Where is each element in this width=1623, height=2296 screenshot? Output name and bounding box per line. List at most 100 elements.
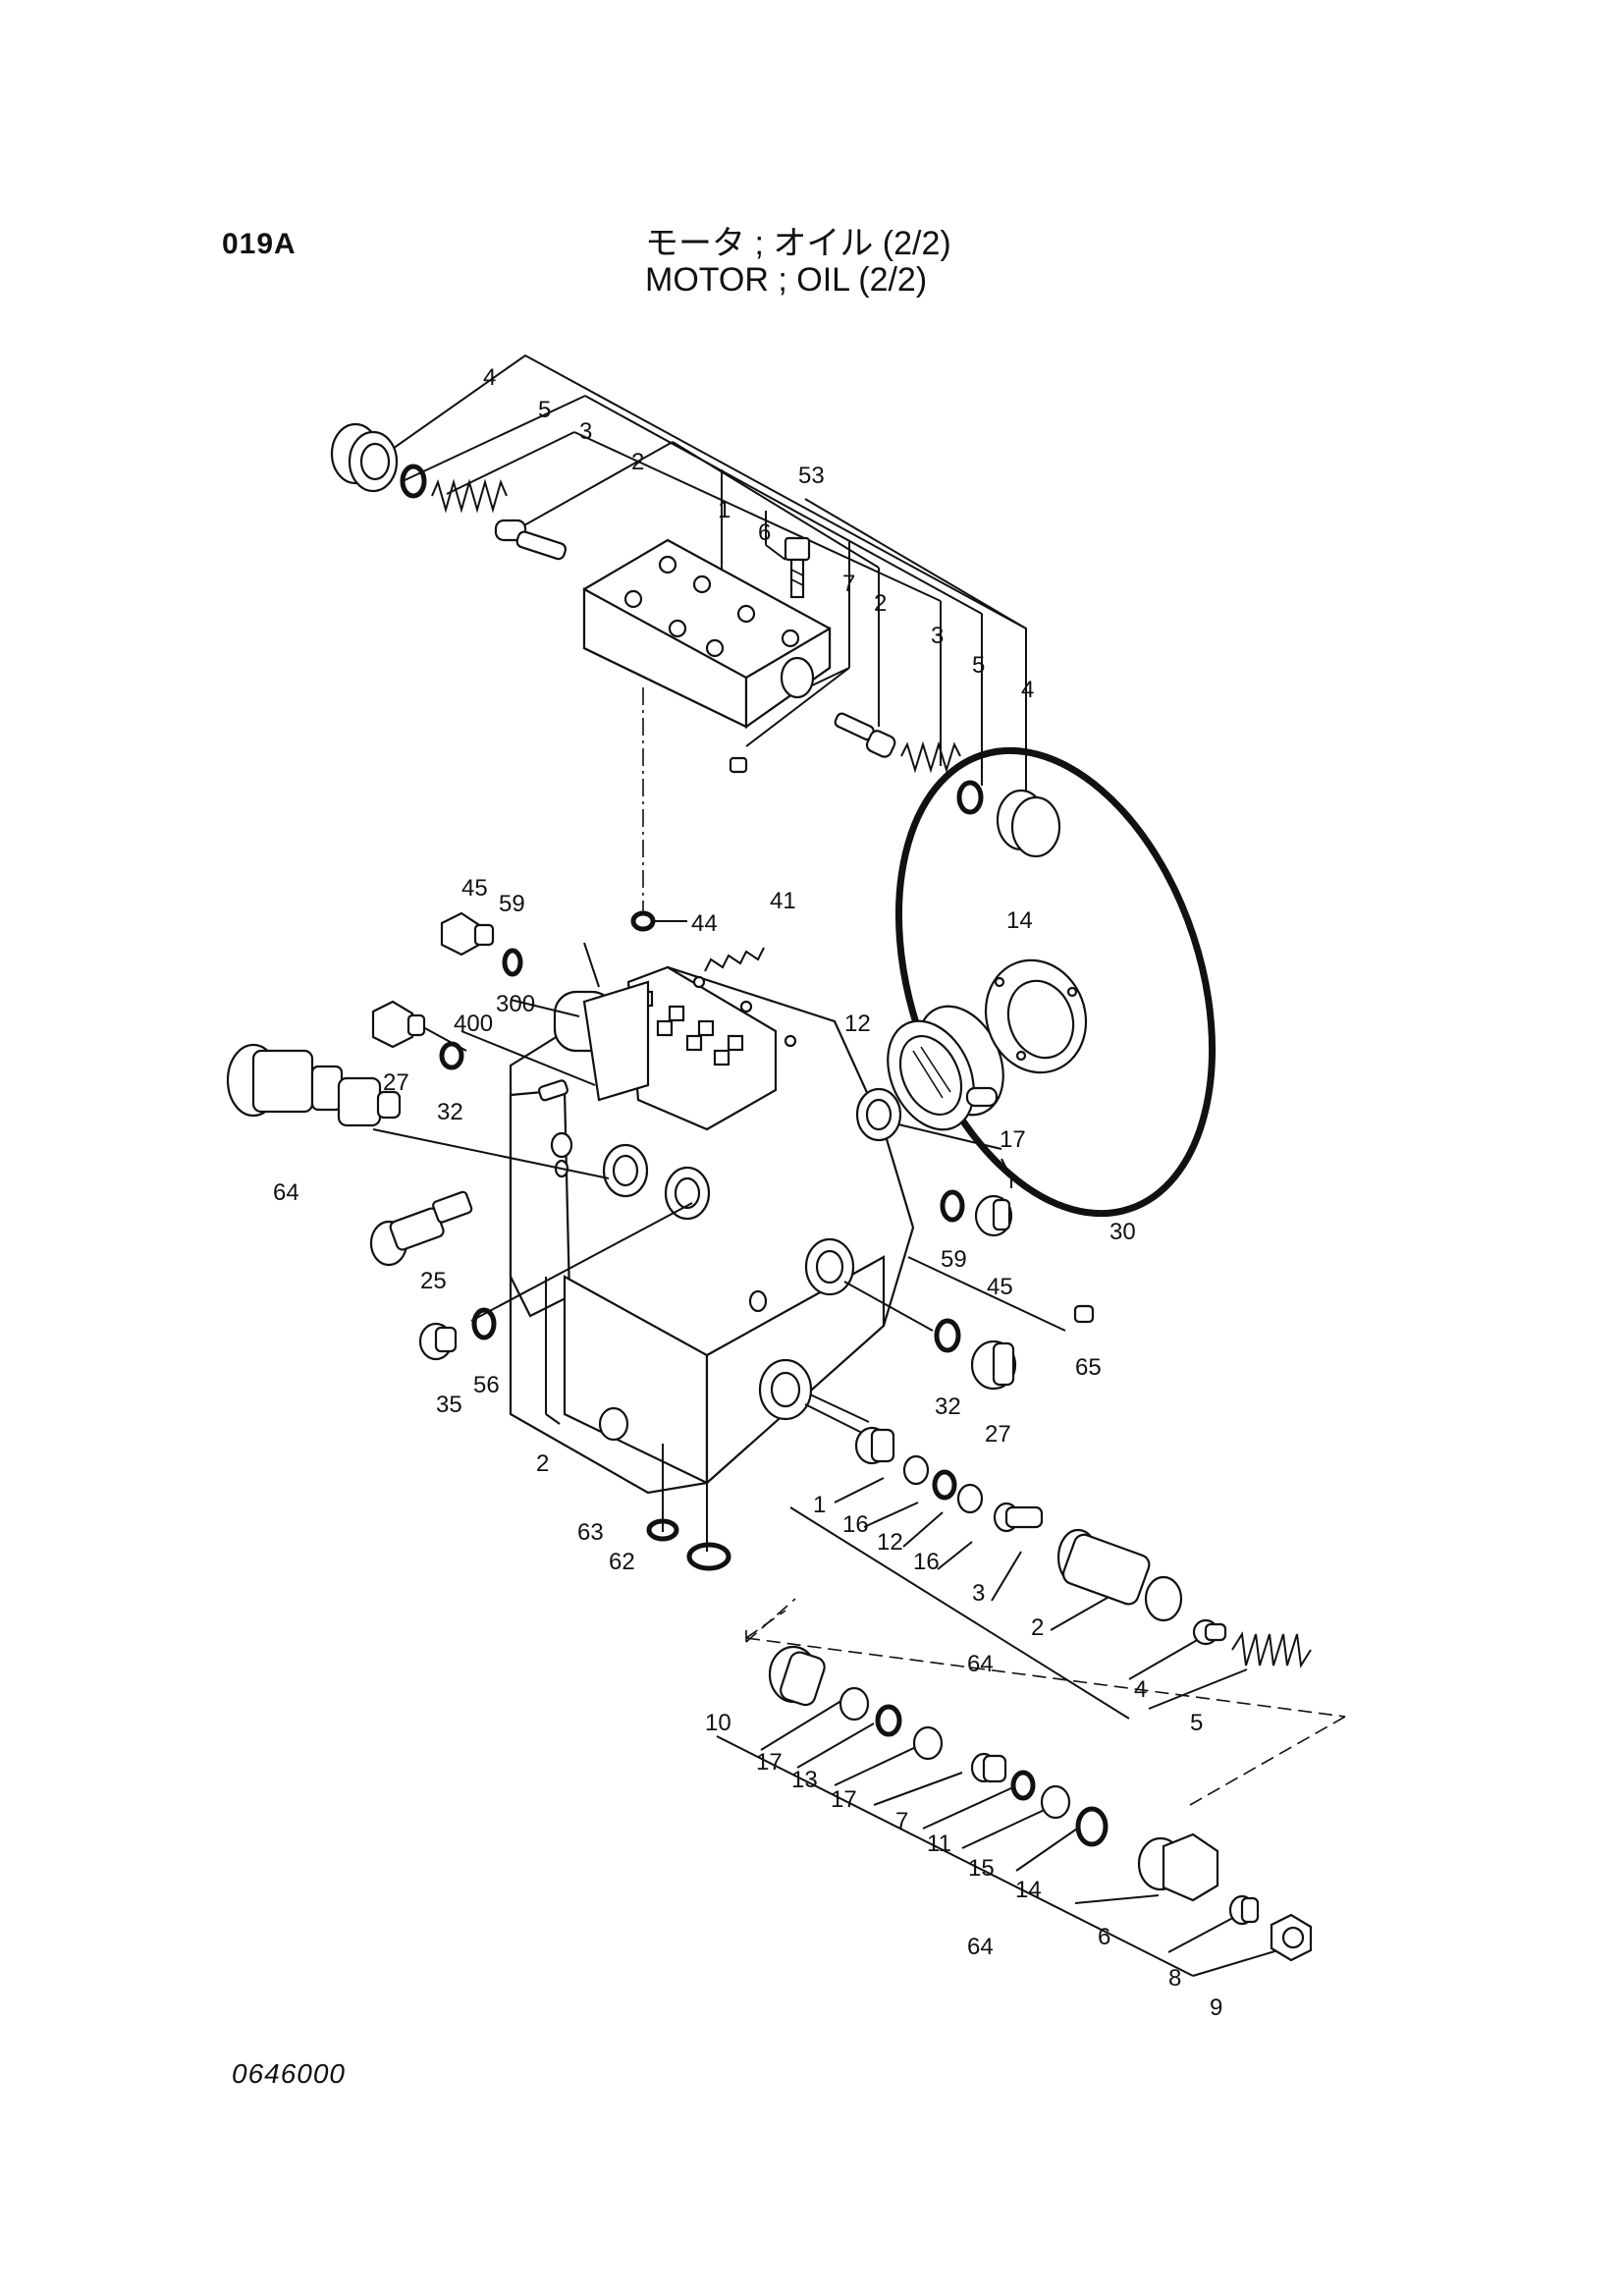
plug-part-65 [1073, 1304, 1095, 1324]
callout-27a: 27 [383, 1069, 409, 1096]
title-english: MOTOR ; OIL (2/2) [645, 261, 928, 299]
washer-part-16a [902, 1454, 930, 1486]
washer-part-17a [839, 1686, 870, 1722]
callout-300: 300 [496, 991, 535, 1017]
callout-62: 62 [609, 1549, 635, 1575]
body-part-6 [1137, 1832, 1219, 1902]
callout-64a: 64 [273, 1179, 299, 1206]
callout-11: 11 [927, 1831, 951, 1857]
plunger-part-4 [1192, 1618, 1227, 1646]
o-ring-part-63 [646, 1518, 679, 1542]
callout-6b: 6 [1098, 1924, 1110, 1950]
callout-63: 63 [577, 1519, 604, 1546]
plug-part-4-left [330, 422, 399, 493]
callout-3b: 3 [931, 623, 944, 649]
o-ring-part-44 [630, 910, 656, 932]
callout-45b: 45 [987, 1274, 1013, 1300]
spring-part-41 [704, 947, 765, 972]
plug-part-27-right [970, 1339, 1017, 1391]
o-ring-part-56 [471, 1307, 497, 1340]
housing-small-parts [226, 910, 1095, 1571]
callout-1b: 1 [813, 1492, 826, 1518]
washer-part-16b [956, 1483, 984, 1514]
callout-27b: 27 [985, 1421, 1011, 1448]
piston-part-7 [970, 1752, 1007, 1783]
callout-7b: 7 [895, 1808, 908, 1834]
callout-400: 400 [454, 1011, 493, 1037]
plug-part-35 [418, 1322, 458, 1361]
plug-part-45-right [974, 1194, 1013, 1237]
callout-53: 53 [798, 463, 825, 489]
poppet-part-2-right [834, 712, 896, 758]
callout-13: 13 [791, 1767, 818, 1793]
callout-56: 56 [473, 1372, 500, 1398]
callout-5a: 5 [538, 397, 551, 423]
o-ring-part-13 [875, 1704, 902, 1737]
callout-65: 65 [1075, 1354, 1102, 1381]
callout-2a: 2 [631, 449, 644, 475]
callout-14a: 14 [1006, 907, 1033, 934]
relief-valve-64-lower-group [716, 1598, 1313, 1977]
callout-5b: 5 [972, 652, 985, 679]
adjust-screw-part-8 [1228, 1894, 1260, 1926]
o-ring-part-62 [686, 1542, 731, 1571]
callout-12a: 12 [844, 1011, 871, 1037]
callout-64c: 64 [967, 1934, 994, 1960]
callout-1a: 1 [718, 497, 730, 523]
callout-2d: 2 [1031, 1614, 1044, 1641]
callout-3c: 3 [972, 1580, 985, 1607]
o-ring-part-32-right [934, 1318, 961, 1353]
callout-8: 8 [1168, 1965, 1181, 1992]
callout-59b: 59 [941, 1246, 967, 1273]
callout-2c: 2 [536, 1450, 549, 1477]
callout-17b: 17 [756, 1749, 783, 1776]
callouts-relief-lower: 10 17 13 17 7 11 15 14 6 64 8 9 [705, 1710, 1222, 2021]
callout-17c: 17 [831, 1786, 857, 1813]
callout-12b: 12 [877, 1529, 903, 1556]
o-ring-part-11 [1010, 1770, 1036, 1801]
callout-41: 41 [770, 888, 796, 914]
screw-part-400 [537, 1079, 569, 1102]
poppet-part-3 [993, 1502, 1044, 1533]
relief-valve-64-group [745, 1394, 1346, 1806]
title-japanese: モータ ; オイル (2/2) [645, 225, 951, 262]
relief-valve-part-64-left [226, 1043, 402, 1127]
plug-part-4-right [996, 789, 1061, 858]
pin-part-17 [965, 1086, 999, 1108]
callouts-housing: 45 59 44 41 14 300 400 12 27 32 64 17 25… [273, 875, 1136, 1575]
callout-45a: 45 [461, 875, 488, 902]
page-code: 019A [222, 228, 297, 260]
callout-6a: 6 [758, 519, 771, 546]
callout-59a: 59 [499, 891, 525, 917]
backup-ring-part-15 [1040, 1784, 1071, 1820]
callout-32b: 32 [935, 1394, 961, 1420]
callout-10: 10 [705, 1710, 731, 1736]
cap-screw-part-6 [784, 536, 811, 599]
o-ring-part-32-left [439, 1041, 464, 1070]
callouts-top: 4 5 3 2 1 53 6 7 2 3 5 4 [483, 364, 1034, 703]
o-ring-part-59-right [940, 1189, 965, 1223]
callout-16b: 16 [913, 1549, 940, 1575]
plug-part-45-left [440, 911, 495, 957]
spring-part-5 [1231, 1631, 1312, 1668]
valve-block-part-1 [582, 538, 832, 730]
o-ring-part-5-right [956, 780, 984, 815]
callout-25: 25 [420, 1268, 447, 1294]
callout-17a: 17 [1000, 1126, 1026, 1153]
o-ring-part-14 [1075, 1806, 1109, 1847]
callout-2b: 2 [874, 590, 887, 617]
callout-5c: 5 [1190, 1710, 1203, 1736]
retainer-ring-part-14 [984, 958, 1088, 1074]
callout-32a: 32 [437, 1099, 463, 1125]
motor-housing-group [372, 746, 1217, 1552]
top-valve-group [330, 354, 1061, 913]
poppet-part-2-left [494, 519, 568, 561]
sleeve-part-2 [1056, 1528, 1183, 1622]
callout-35: 35 [436, 1392, 462, 1418]
o-ring-part-12 [932, 1469, 957, 1501]
callout-9: 9 [1210, 1995, 1222, 2021]
callout-4a: 4 [483, 364, 496, 391]
set-screw-part-7 [729, 756, 748, 774]
